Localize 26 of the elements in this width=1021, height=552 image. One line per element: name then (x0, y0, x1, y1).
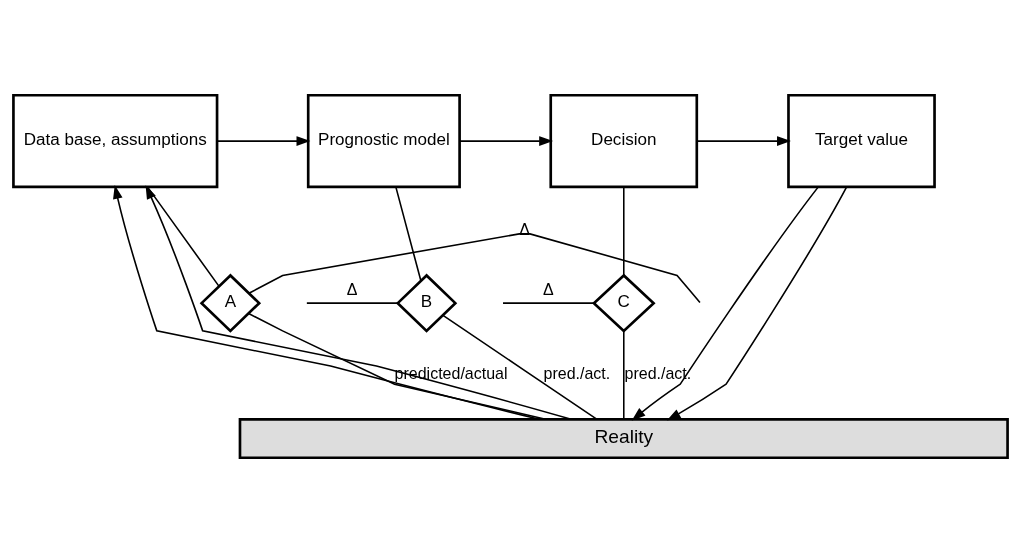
edge-label: Δ (543, 280, 554, 298)
node-box: Data base, assumptions (12, 93, 219, 188)
connector (395, 185, 422, 282)
node-diamond: A (199, 273, 262, 333)
node-diamond: C (591, 273, 656, 333)
connector (622, 185, 625, 276)
arrow (666, 185, 848, 420)
node-box: Target value (787, 93, 936, 188)
connector (248, 232, 701, 303)
node-diamond: B (395, 273, 458, 333)
arrow (216, 135, 311, 146)
connector (622, 329, 625, 420)
edge-label: predicted/actual (394, 364, 508, 382)
arrow (459, 135, 554, 146)
connector (502, 301, 595, 304)
connector (442, 314, 598, 420)
connector (146, 185, 220, 287)
arrow (696, 135, 791, 146)
node-box: Decision (549, 93, 699, 188)
node-box: Prognostic model (306, 93, 461, 188)
node-box: Reality (238, 417, 1009, 459)
arrow (631, 185, 819, 421)
connector (306, 301, 399, 304)
connector (247, 312, 547, 420)
edge-label: pred./act. (543, 364, 611, 382)
edge-label: Δ (346, 280, 358, 298)
